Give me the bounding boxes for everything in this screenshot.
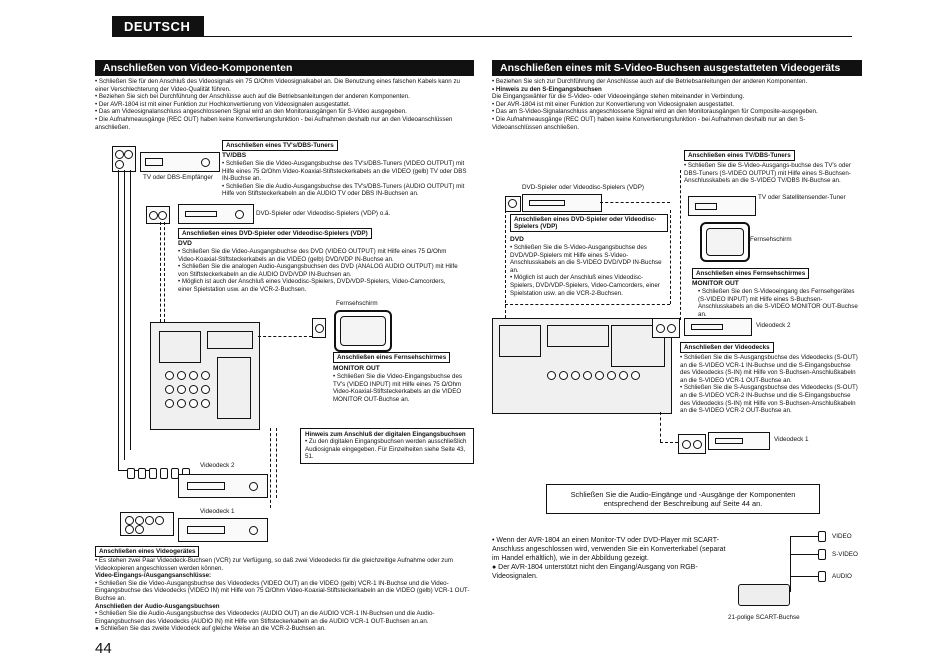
left-vcr1-illustration [178,518,268,542]
right-vcr2-jacks [652,318,680,338]
cable-line [680,170,681,320]
right-dvd-label: DVD-Spieler oder Videodisc-Spielers (VDP… [522,184,645,191]
audio-connection-note: Schließen Sie die Audio-Eingänge und -Au… [546,484,820,514]
left-vcr2-illustration [178,474,268,498]
cable-line [118,170,119,470]
cable-line [130,170,131,450]
right-dvd-svideo-jack [505,196,521,212]
right-tv-instructions: • Schließen Sie die S-Video-Ausgangs-buc… [684,162,851,185]
cable-line [270,428,271,508]
left-monitor-illustration [334,310,392,352]
scart-notes: • Wenn der AVR-1804 an einen Monitor-TV … [492,537,726,580]
cable-line [164,222,165,322]
cable-line [505,304,670,305]
left-vcr1-label: Videodeck 1 [200,508,235,515]
rca-plug [171,468,179,479]
right-vcr1-label: Videodeck 1 [774,436,809,443]
left-monitor-jack [312,318,326,338]
rca-plug [127,468,135,479]
dvd-instructions: • Schließen Sie die Video-Ausgangsbuchse… [178,248,458,293]
right-tv-box-heading: Anschließen eines TV/DBS-Tuners [684,150,795,161]
scart-video-label: VIDEO [832,533,852,540]
scart-connector-illustration [738,584,790,606]
right-dvd-sub-heading: DVD [510,236,524,243]
right-receiver-rear-panel [492,318,672,414]
cable-line [258,336,312,337]
rca-plug [160,468,168,479]
right-monitor-label: Fernsehschirm [750,236,792,243]
dvd-player-illustration [178,204,254,224]
right-vcr1-jacks [678,434,706,454]
digital-input-note: Hinweis zum Anschluß der digitalen Einga… [300,428,474,464]
right-monitor-instructions: • Schließen Sie den S-Videoeingang des F… [698,288,858,318]
left-monitor-instructions: • Schließen Sie die Video-Eingangsbuchse… [333,373,462,403]
right-vcr1-illustration [708,432,770,450]
cable-line [660,442,678,443]
right-vcr-instructions: • Schließen Sie die S-Ausgangsbuchse des… [680,354,858,415]
cable-line [276,428,277,498]
right-tuner-label: TV oder Satellitensender-Tuner [758,194,846,201]
cable-line [660,412,661,442]
right-dvd-instructions: • Schließen Sie die S-Video-Ausgangsbuch… [510,244,662,297]
rca-plug [149,468,157,479]
right-dvd-illustration [522,194,602,212]
left-intro-bullets: • Schließen Sie für den Anschluß des Vid… [95,78,460,131]
scart-audio-label: AUDIO [832,573,852,580]
rca-plug [138,468,146,479]
cable-line [670,210,671,304]
right-vcr2-illustration [684,318,752,336]
cable-line [160,222,161,322]
cable-line [505,210,506,318]
tv-dbs-instructions: • Schließen Sie die Video-Ausgangsbuchse… [222,160,467,198]
dvd-sub-heading: DVD [178,240,192,247]
tv-dbs-sub-heading: TV/DBS [222,152,247,159]
tv-dbs-jack-panel [112,146,136,172]
dvd-device-label: DVD-Spieler oder Videodisc-Spielers (VDP… [256,210,391,217]
cable-line [600,202,670,203]
scart-svideo-plug [818,549,826,560]
dvd-box-heading: Anschließen eines DVD-Spieler oder Video… [178,228,372,239]
tv-dbs-receiver-illustration [140,152,220,172]
dvd-jack-panel [146,206,170,224]
scart-svideo-label: S-VIDEO [832,551,858,558]
scart-caption: 21-polige SCART-Buchse [728,614,800,621]
left-vcr-jack-panel [120,512,174,536]
cable-line [124,170,125,460]
scart-cable [790,576,818,577]
right-vcr-box-heading: Anschließen der Videodecks [680,342,774,353]
scart-video-plug [818,531,826,542]
header-rule [112,36,852,37]
left-vcr2-label: Videodeck 2 [200,462,235,469]
language-tab: DEUTSCH [112,16,205,36]
scart-cable [790,554,818,555]
page-number: 44 [95,640,112,657]
cable-line [118,470,154,471]
right-intro-bullets: • Beziehen Sie sich zur Durchführung der… [492,78,818,131]
right-dvd-box-heading: Anschließen eines DVD-Spieler oder Video… [510,214,668,232]
right-tuner-illustration [688,196,756,216]
right-monitor-illustration [700,222,750,262]
left-monitor-sub-heading: MONITOR OUT [333,365,380,372]
left-receiver-rear-panel [150,322,260,430]
left-monitor-label: Fernsehschirm [336,300,378,307]
scart-audio-plug [818,571,826,582]
left-monitor-box-heading: Anschließen eines Fernsehschirmes [333,352,451,363]
right-vcr2-label: Videodeck 2 [756,322,791,329]
left-section-title: Anschließen von Video-Komponenten [95,60,474,76]
tv-dbs-box-heading: Anschließen eines TV's/DBS-Tuners [222,140,338,151]
tv-dbs-device-label: TV oder DBS-Empfänger [143,174,213,181]
right-monitor-box-heading: Anschließen eines Fernsehschirmes [692,268,810,279]
left-vcr-instructions: • Es stehen zwei Paar Videodeck-Buchsen … [95,557,470,633]
right-monitor-sub-heading: MONITOR OUT [692,280,739,287]
left-vcr-box-heading: Anschließen eines Videogerätes [95,546,200,557]
right-section-title: Anschließen eines mit S-Video-Buchsen au… [492,60,862,76]
scart-cable [790,536,791,592]
scart-cable [790,536,818,537]
